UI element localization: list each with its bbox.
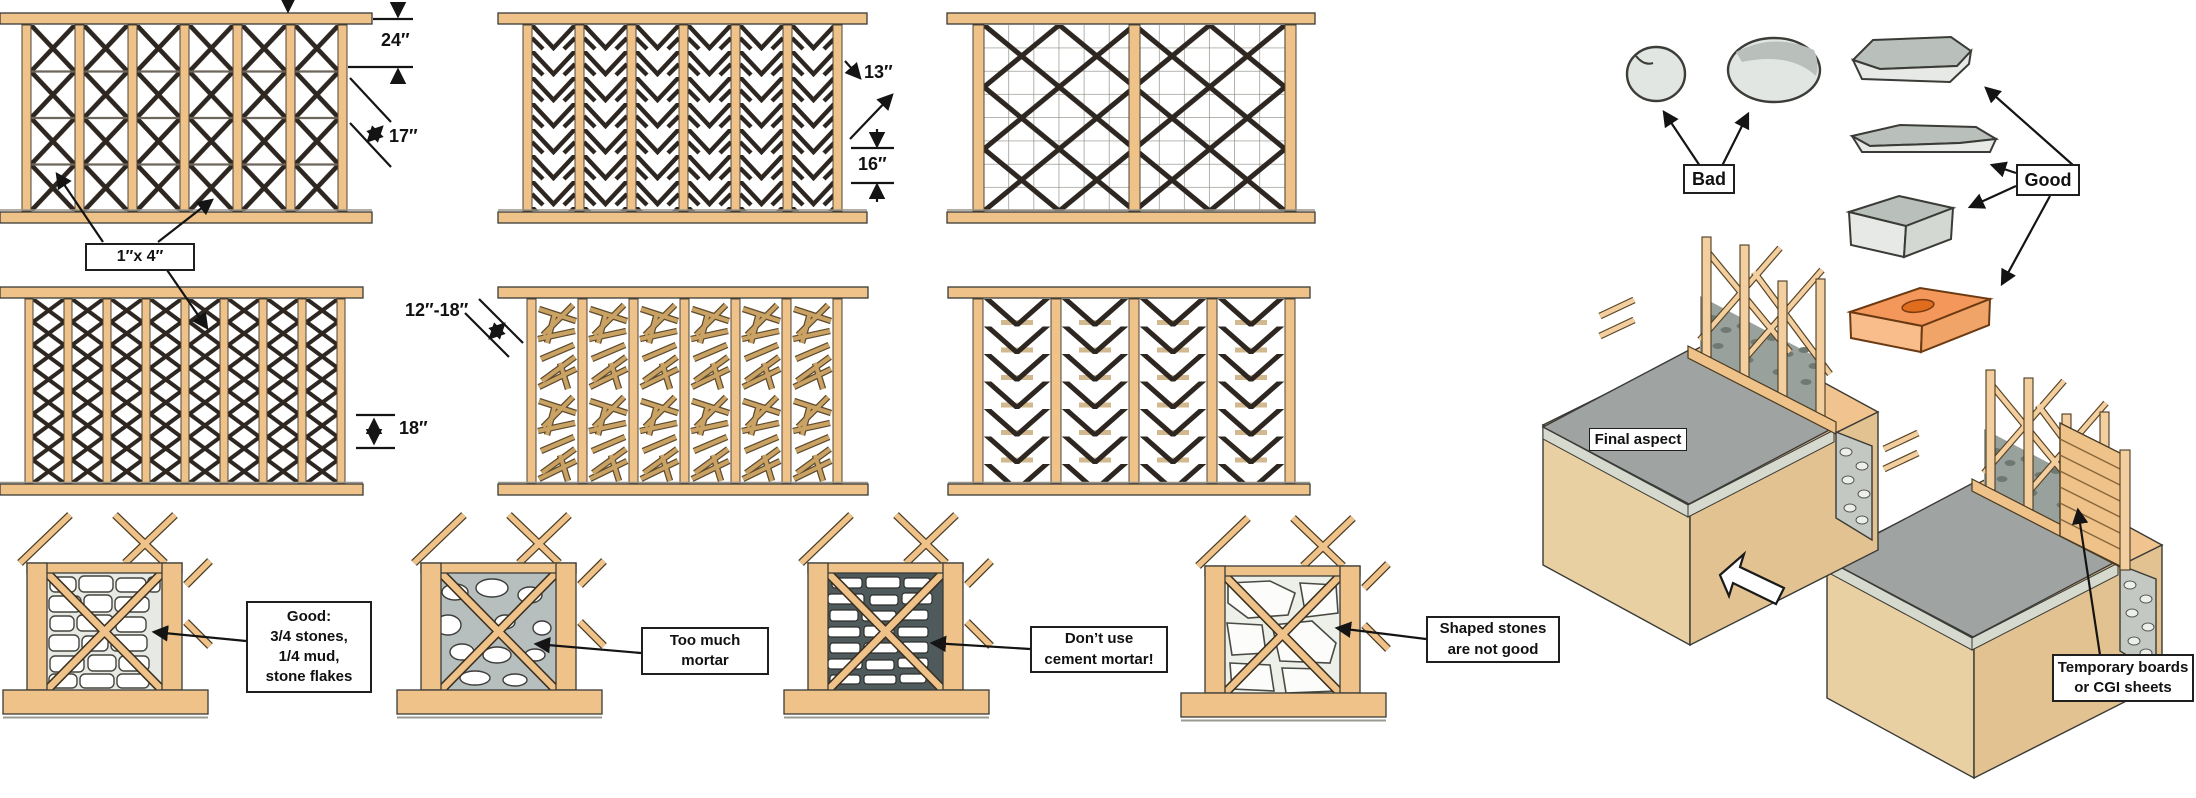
direction-arrow [1718,550,1786,606]
temporary-boards-label: Temporary boards or CGI sheets [2052,654,2194,702]
leader-lines [55,86,2102,656]
good-mud-brick [1846,286,1994,354]
panel-random-scraps [497,286,869,496]
dimension-13in: 13″ [864,62,893,82]
square-shaped-stones [1181,518,1388,721]
panel-herringbone [497,12,868,224]
cement-mortar-label: Don’t use cement mortar! [1030,626,1168,673]
panel-chevron [947,286,1311,496]
dimension-17in: 17″ [389,126,418,146]
final-aspect-label: Final aspect [1589,428,1687,451]
dimension-lines [279,0,894,450]
panel-cross-x-bracing [0,12,373,224]
bad-label: Bad [1683,164,1735,194]
panel-zigzag [0,286,364,496]
good-mix-label: Good: 3/4 stones, 1/4 mud, stone flakes [246,601,372,693]
dimension-18in: 18″ [399,418,428,438]
temporary-planks [2059,421,2131,571]
square-too-much-mortar [397,515,604,718]
lumber-size-label: 1″x 4″ [85,243,195,271]
dimension-16in: 16″ [858,154,887,174]
shaped-stones-label: Shaped stones are not good [1426,616,1560,663]
panel-grid-with-x [946,12,1316,224]
too-much-mortar-label: Too much mortar [641,627,769,675]
good-label: Good [2016,164,2080,196]
square-good-mix [3,515,210,718]
square-cement-mortar [784,515,991,718]
dimension-24in: 24″ [381,30,410,50]
good-stones [1845,35,2000,259]
dimension-12-18in: 12″-18″ [405,300,469,320]
bad-stones [1625,36,1822,104]
